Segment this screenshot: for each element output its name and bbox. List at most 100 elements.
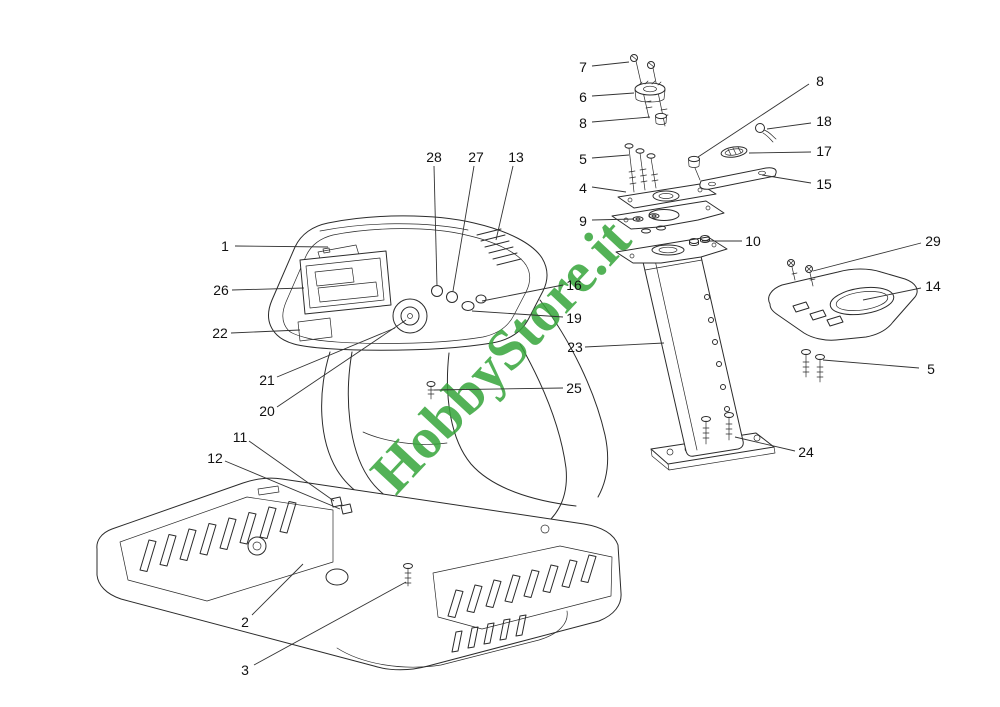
right-foot-pad — [432, 545, 613, 630]
small-display-window — [297, 317, 333, 342]
screw-29 — [787, 259, 798, 281]
console-top-ridge — [319, 223, 469, 232]
part-number-label: 16 — [566, 277, 582, 293]
pivot-bracket — [611, 200, 725, 230]
part-number-label: 15 — [816, 176, 832, 192]
part-callout-23: 23 — [567, 339, 665, 355]
deck-small-hole — [540, 524, 550, 534]
column-adjustment-holes — [704, 294, 730, 412]
tread-slot — [467, 626, 479, 649]
rear-cover-slots — [792, 301, 844, 327]
deck-oblong-hole — [325, 568, 349, 586]
tread-slot — [219, 517, 237, 550]
part-number-label: 23 — [567, 339, 583, 355]
part-callout-20: 20 — [259, 319, 407, 419]
leader-line — [251, 563, 304, 616]
bolt-5 — [801, 349, 811, 378]
part-callout-7: 7 — [579, 59, 630, 75]
leader-line — [230, 329, 301, 334]
part-callout-25: 25 — [433, 380, 582, 396]
part-callout-29: 29 — [812, 233, 941, 272]
deck-screw — [403, 563, 413, 587]
part-number-label: 25 — [566, 380, 582, 396]
leader-line — [591, 61, 630, 67]
bolt-5 — [646, 153, 659, 189]
neck-right-edge — [446, 352, 577, 507]
part-callout-5: 5 — [579, 151, 630, 167]
cowl-inner-sweep — [519, 343, 567, 520]
front-rib-slots — [451, 614, 527, 653]
display-window-main — [317, 281, 379, 303]
part-callout-18: 18 — [766, 113, 832, 130]
part-callout-14: 14 — [862, 278, 941, 301]
part-number-label: 22 — [212, 325, 228, 341]
column-fold-line — [654, 259, 698, 451]
part-callout-26: 26 — [213, 282, 305, 298]
part-callout-11: 11 — [233, 429, 335, 502]
tread-slot — [447, 589, 464, 618]
tread-slot — [523, 569, 540, 598]
part-number-label: 27 — [468, 149, 484, 165]
platform-outline — [96, 477, 622, 671]
part-number-label: 11 — [233, 429, 248, 445]
leader-line — [766, 122, 812, 130]
part-number-label: 26 — [213, 282, 229, 298]
part-callout-1: 1 — [221, 238, 329, 254]
control-knob — [400, 306, 420, 326]
console-button-c — [461, 301, 475, 311]
part-callout-13: 13 — [495, 149, 524, 241]
part-number-label: 1 — [221, 238, 229, 254]
part-number-label: 8 — [816, 73, 824, 89]
bushing-8 — [655, 112, 667, 125]
anchor-bolt — [724, 412, 734, 441]
part-number-label: 17 — [816, 143, 832, 159]
leader-line — [231, 287, 305, 291]
part-callout-3: 3 — [241, 581, 407, 678]
part-callout-12: 12 — [207, 450, 341, 510]
part-number-label: 19 — [566, 310, 582, 326]
part-number-label: 13 — [508, 149, 524, 165]
support-column-assembly — [615, 236, 776, 471]
machine-drawing — [96, 54, 918, 671]
neck-bolt — [426, 381, 436, 400]
console-inner-rim — [282, 228, 531, 344]
part-callout-28: 28 — [426, 149, 442, 287]
part-number-label: 7 — [579, 59, 587, 75]
part-callout-6: 6 — [579, 89, 635, 105]
part-number-label: 5 — [579, 151, 587, 167]
part-number-label: 14 — [925, 278, 941, 294]
part-callout-17: 17 — [748, 143, 832, 159]
part-number-label: 6 — [579, 89, 587, 105]
part-number-label: 5 — [927, 361, 935, 377]
bolt-5 — [815, 354, 825, 383]
leader-line — [276, 327, 396, 378]
part-number-label: 12 — [207, 450, 223, 466]
plate-hole — [666, 448, 674, 456]
deck-hole — [247, 536, 267, 556]
tread-slot — [561, 559, 578, 588]
part-callout-8: 8 — [697, 73, 824, 158]
part-number-label: 29 — [925, 233, 941, 249]
part-number-label: 20 — [259, 403, 275, 419]
column-top-bracket — [615, 236, 728, 264]
leader-line — [748, 151, 812, 154]
tread-slot — [466, 584, 483, 613]
anchor-bolt — [701, 416, 711, 445]
part-callout-21: 21 — [259, 327, 396, 388]
left-tread-slots — [139, 501, 297, 572]
tread-slot — [451, 630, 463, 653]
display-bezel — [299, 250, 392, 315]
column-top-seam — [644, 259, 703, 271]
leader-line — [591, 154, 630, 159]
leader-line — [471, 310, 564, 318]
clip-upper — [330, 496, 343, 508]
leader-line — [761, 174, 812, 184]
tread-slot — [504, 574, 521, 603]
part-callout-4: 4 — [579, 180, 627, 196]
leader-line — [584, 342, 665, 348]
tread-slot — [239, 512, 257, 545]
cowl-right-sweep — [539, 299, 609, 498]
tread-slot — [542, 564, 559, 593]
